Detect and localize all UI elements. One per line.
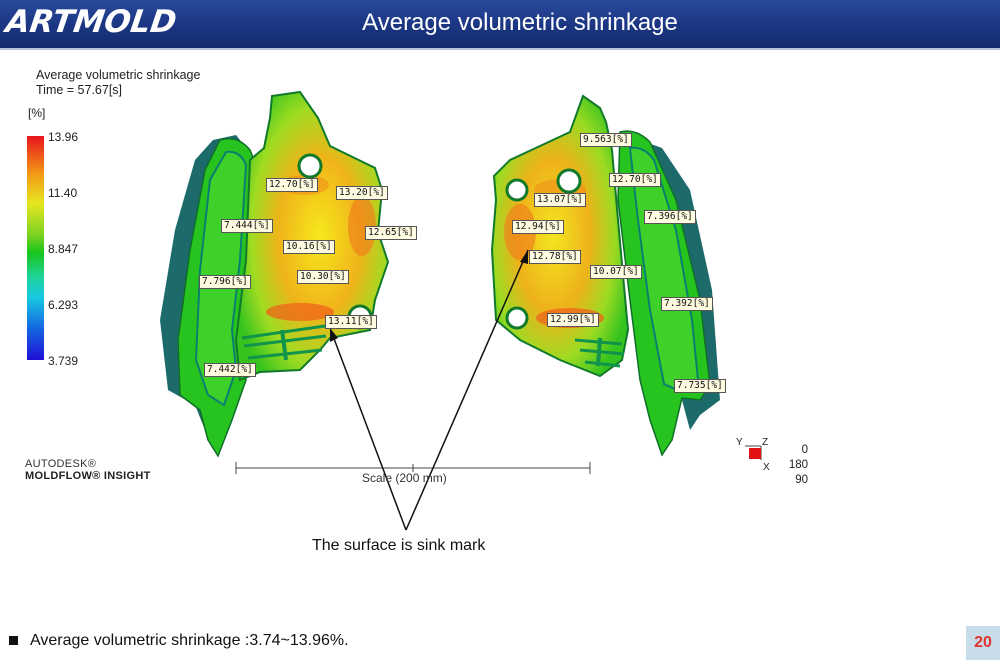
- bullet-marker: [9, 636, 18, 645]
- length-scale-bar: [235, 462, 591, 474]
- scale-tick-3: 8.847: [48, 242, 79, 256]
- probe-label: 12.70[%]: [266, 178, 318, 192]
- probe-label: 10.30[%]: [297, 270, 349, 284]
- rotation-value-2: 180: [788, 459, 808, 471]
- probe-label: 12.94[%]: [512, 220, 564, 234]
- probe-label: 7.444[%]: [221, 219, 273, 233]
- probe-label: 10.16[%]: [283, 240, 335, 254]
- probe-label: 12.78[%]: [529, 250, 581, 264]
- probe-label: 12.70[%]: [609, 173, 661, 187]
- axis-x-label: X: [763, 462, 770, 473]
- axis-triad-marker: [749, 448, 761, 459]
- slide-header: ARTMOLD Average volumetric shrinkage: [0, 0, 1000, 48]
- rotation-value-3: 90: [795, 474, 808, 486]
- scale-tick-2: 11.40: [48, 186, 78, 200]
- probe-label: 7.796[%]: [199, 275, 251, 289]
- right-rib-post: [596, 337, 602, 367]
- right-side-hole: [505, 178, 529, 202]
- left-hotspot-bottom: [266, 303, 334, 321]
- left-hotspot-right: [348, 196, 376, 256]
- probe-label: 13.11[%]: [325, 315, 377, 329]
- left-rib-post: [280, 329, 288, 361]
- scale-bar-label: Scale (200 mm): [362, 471, 447, 485]
- header-divider: [0, 48, 1000, 50]
- probe-label: 7.392[%]: [661, 297, 713, 311]
- color-scale-bar: [27, 136, 44, 360]
- scale-tick-max: 13.96: [48, 130, 79, 144]
- axis-y-label: Y: [736, 437, 743, 448]
- probe-label: 10.07[%]: [590, 265, 642, 279]
- rotation-value-1: 0: [801, 444, 808, 456]
- right-lower-hole: [505, 306, 529, 330]
- result-title-name: Average volumetric shrinkage: [36, 68, 201, 82]
- scale-tick-4: 6.293: [48, 298, 79, 312]
- page-number: 20: [966, 626, 1000, 660]
- slide-title: Average volumetric shrinkage: [362, 9, 678, 36]
- result-title: Average volumetric shrinkage Time = 57.6…: [36, 68, 200, 98]
- probe-label: 12.99[%]: [547, 313, 599, 327]
- probe-label: 7.735[%]: [674, 379, 726, 393]
- summary-bullet: Average volumetric shrinkage :3.74~13.96…: [30, 632, 349, 649]
- probe-label: 7.442[%]: [204, 363, 256, 377]
- moldflow-brand: MOLDFLOW® INSIGHT: [25, 470, 151, 482]
- probe-label: 13.07[%]: [534, 193, 586, 207]
- axis-triad: [745, 445, 762, 460]
- scale-unit: [%]: [28, 106, 46, 120]
- result-title-time: Time = 57.67[s]: [36, 83, 123, 97]
- probe-label: 12.65[%]: [365, 226, 417, 240]
- sink-mark-callout-lines: [329, 249, 529, 531]
- axis-z-label: Z: [762, 437, 769, 448]
- right-boss-hole: [556, 168, 582, 194]
- scale-tick-min: 3.739: [48, 354, 79, 368]
- probe-label: 13.20[%]: [336, 186, 388, 200]
- right-part-inner-rib: [628, 146, 700, 394]
- autodesk-brand: AUTODESK®: [25, 458, 97, 470]
- probe-label: 9.563[%]: [580, 133, 632, 147]
- probe-label: 7.396[%]: [644, 210, 696, 224]
- left-part-model: [160, 90, 390, 458]
- sink-mark-caption: The surface is sink mark: [312, 537, 486, 554]
- left-boss-hole: [297, 153, 323, 179]
